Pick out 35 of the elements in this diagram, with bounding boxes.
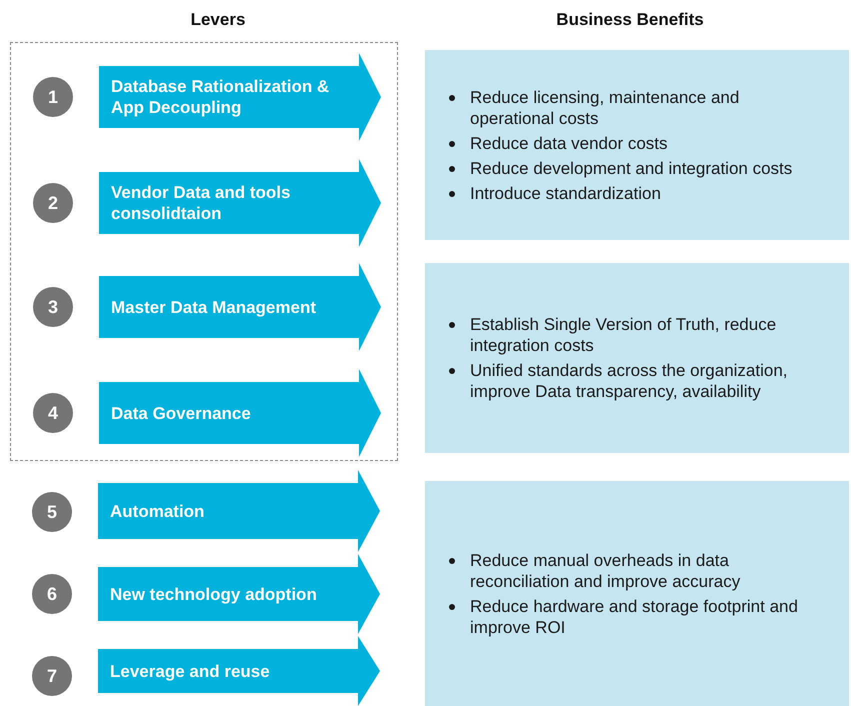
lever-label: Database Rationalization & App Decoupling [111, 76, 330, 118]
lever-label: Data Governance [111, 402, 252, 424]
step-number-circle: 7 [32, 656, 72, 696]
lever-tag [99, 53, 381, 141]
column-heading: Levers [190, 10, 246, 30]
column-heading: Business Benefits [556, 10, 704, 30]
lever-label: Leverage and reuse [110, 660, 271, 682]
benefit-text: Reduce hardware and storage footprint and improve ROI [470, 596, 798, 636]
benefit-panel [425, 50, 849, 240]
benefit-text: Reduce licensing, maintenance and operational costs [470, 88, 740, 128]
benefit-text: Establish Single Version of Truth, reduce integration costs [470, 315, 776, 355]
benefit-panel [425, 481, 849, 706]
step-number-circle: 1 [33, 77, 73, 117]
benefit-panel [425, 263, 849, 453]
lever-tag [99, 263, 381, 351]
dashed-group-outline [10, 42, 398, 461]
lever-label: Master Data Management [111, 296, 318, 318]
benefit-text: Reduce manual overheads in data reconciliation and improve accuracy [470, 550, 740, 590]
step-number-circle: 6 [32, 574, 72, 614]
lever-tag [98, 554, 380, 634]
benefit-text: Introduce standardization [470, 184, 661, 202]
lever-tag [99, 369, 381, 457]
lever-label: Vendor Data and tools consolidtaion [111, 182, 292, 224]
benefit-text: Reduce development and integration costs [470, 158, 792, 178]
lever-label: Automation [110, 500, 206, 522]
lever-tag [98, 636, 380, 706]
benefit-text: Unified standards across the organization, improve Data transparency, availability [470, 361, 788, 401]
benefit-text: Reduce data vendor costs [470, 134, 668, 152]
step-number-circle: 3 [33, 287, 73, 327]
lever-tag [99, 159, 381, 247]
lever-label: New technology adoption [110, 584, 318, 604]
step-number-circle: 4 [33, 393, 73, 433]
lever-tag [98, 470, 380, 552]
step-number-circle: 5 [32, 492, 72, 532]
step-number-circle: 2 [33, 183, 73, 223]
